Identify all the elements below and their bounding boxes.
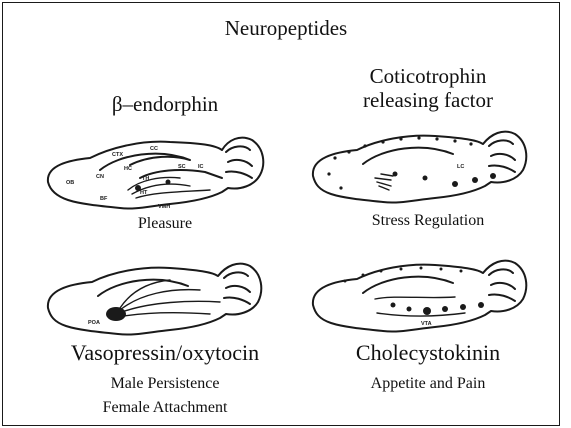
brain-diagram-beta-endorphin: OB CTX CC HC SC IC CN TH HT BF VMH <box>40 120 270 215</box>
brain-diagram-vasopressin-oxytocin: POA <box>40 250 270 342</box>
panel-heading-crf-line1: Coticotrophin <box>370 66 487 87</box>
panel-heading-vasopressin-oxytocin: Vasopressin/oxytocin <box>71 342 259 364</box>
region-label-ic: IC <box>198 164 204 170</box>
panel-caption-female-attachment: Female Attachment <box>103 400 228 416</box>
region-label-th: TH <box>142 176 149 182</box>
region-label-vta: VTA <box>421 321 432 327</box>
figure-title: Neuropeptides <box>225 18 347 39</box>
region-label-vmh: VMH <box>158 204 170 210</box>
region-label-sc: SC <box>178 164 186 170</box>
region-label-cc: CC <box>150 146 158 152</box>
region-label-hc: HC <box>124 166 132 172</box>
region-label-bf: BF <box>100 196 108 202</box>
region-label-ht: HT <box>140 190 148 196</box>
panel-heading-beta-endorphin: β–endorphin <box>112 94 218 115</box>
panel-caption-stress-regulation: Stress Regulation <box>372 213 484 229</box>
region-label-lc: LC <box>457 164 464 170</box>
region-label-ob: OB <box>66 180 74 186</box>
region-label-poa: POA <box>88 320 100 326</box>
panel-caption-male-persistence: Male Persistence <box>111 376 220 392</box>
panel-caption-appetite-and-pain: Appetite and Pain <box>371 376 486 392</box>
region-label-ctx: CTX <box>112 152 123 158</box>
panel-caption-pleasure: Pleasure <box>138 216 192 232</box>
brain-diagram-crf: LC <box>305 118 535 210</box>
panel-heading-crf-line2: releasing factor <box>363 90 493 111</box>
brain-diagram-cholecystokinin: VTA <box>305 247 535 339</box>
region-label-cn: CN <box>96 174 104 180</box>
panel-heading-cholecystokinin: Cholecystokinin <box>356 342 500 364</box>
